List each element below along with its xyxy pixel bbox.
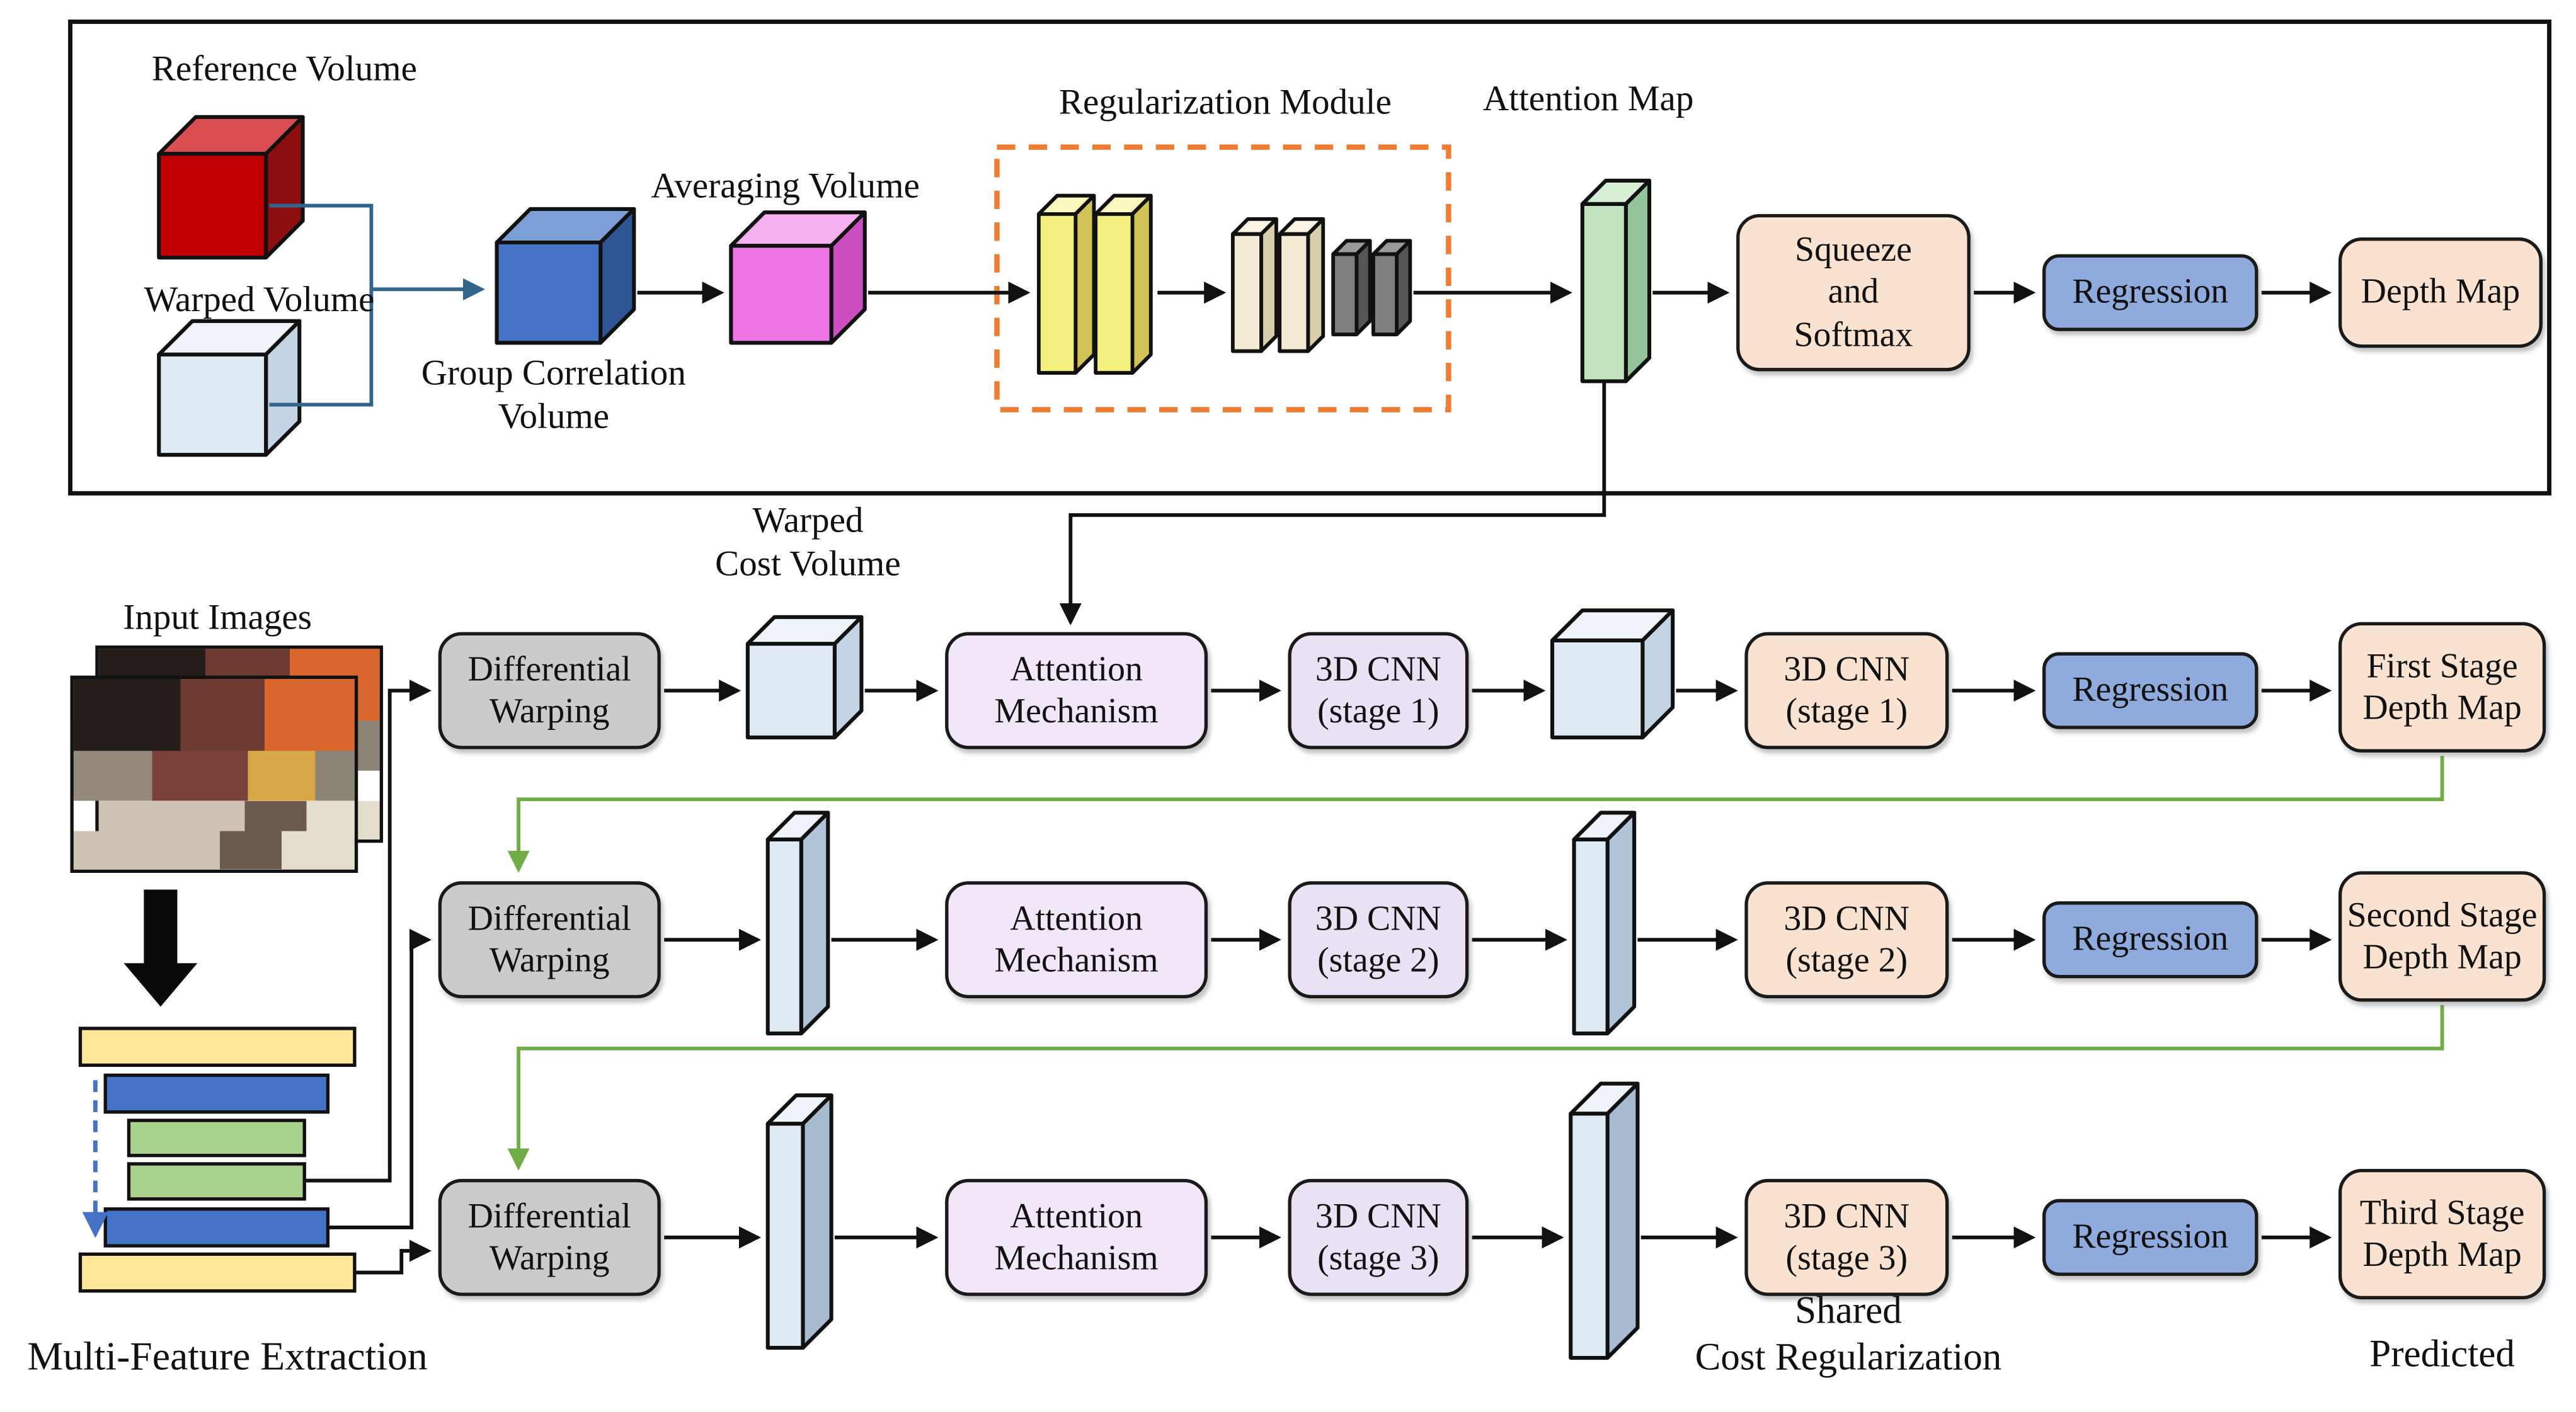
attention-mechanism-box-stage3: Attention Mechanism bbox=[945, 1178, 1208, 1296]
regularization-yellow-slabs bbox=[1036, 193, 1153, 375]
attention-map-label: Attention Map bbox=[1482, 78, 1694, 119]
warped-cost-volume-cube bbox=[745, 615, 864, 739]
feature-bar-green-bottom bbox=[127, 1162, 306, 1201]
regression-box-stage2: Regression bbox=[2042, 901, 2258, 979]
regression-box-stage3: Regression bbox=[2042, 1198, 2258, 1276]
cnn-shared-box-stage1: 3D CNN (stage 1) bbox=[1744, 632, 1949, 749]
feature-bar-yellow-top bbox=[78, 1027, 357, 1068]
cnn-regularization-box-stage2: 3D CNN (stage 2) bbox=[1288, 881, 1469, 999]
warped-volume-cube bbox=[157, 319, 302, 457]
reference-volume-cube bbox=[157, 115, 305, 259]
input-images-label: Input Images bbox=[123, 596, 312, 637]
input-photo-front bbox=[70, 675, 358, 874]
averaging-volume-cube bbox=[729, 210, 867, 345]
feature-bar-green-top bbox=[127, 1119, 306, 1158]
regression-box-stage1: Regression bbox=[2042, 652, 2258, 729]
attention-map-routing-line bbox=[1059, 381, 1606, 625]
attention-map-slab bbox=[1580, 178, 1652, 384]
warped-cost-volume-label: Warped Cost Volume bbox=[715, 499, 901, 584]
reference-volume-label: Reference Volume bbox=[151, 48, 417, 89]
feature-bar-yellow-bottom bbox=[78, 1252, 357, 1293]
feedback-line-stage2-to-stage3 bbox=[507, 1005, 2444, 1171]
predicted-label: Predicted bbox=[2369, 1333, 2515, 1375]
feature-to-warping-connectors bbox=[304, 680, 432, 1275]
group-correlation-volume-label: Group Correlation Volume bbox=[421, 353, 686, 437]
squeeze-and-softmax-box: Squeeze and Softmax bbox=[1736, 214, 1971, 372]
depth-map-box-top: Depth Map bbox=[2338, 237, 2543, 348]
stage3-intermediate-volume-slab bbox=[1569, 1081, 1640, 1360]
second-stage-depth-map-box: Second Stage Depth Map bbox=[2338, 871, 2546, 1002]
cnn-regularization-box-stage3: 3D CNN (stage 3) bbox=[1288, 1178, 1469, 1296]
regularization-module-label: Regularization Module bbox=[1058, 82, 1392, 122]
cnn-shared-box-stage2: 3D CNN (stage 2) bbox=[1744, 881, 1949, 999]
cnn-shared-box-stage3: 3D CNN (stage 3) bbox=[1744, 1178, 1949, 1296]
averaging-volume-label: Averaging Volume bbox=[651, 165, 920, 206]
feature-bar-blue-top bbox=[103, 1073, 330, 1114]
stage2-warped-volume-slab bbox=[765, 811, 830, 1035]
regularization-gray-slabs bbox=[1331, 239, 1412, 336]
stage2-intermediate-volume-slab bbox=[1572, 811, 1637, 1035]
top-pipeline-border bbox=[68, 20, 2551, 496]
stage1-intermediate-volume-cube bbox=[1550, 608, 1675, 739]
feature-pyramid-bars bbox=[78, 1027, 357, 1293]
third-stage-depth-map-box: Third Stage Depth Map bbox=[2338, 1168, 2546, 1300]
input-to-features-block-arrow bbox=[123, 889, 198, 1007]
group-correlation-cube bbox=[495, 207, 636, 345]
volume-merge-connector bbox=[269, 203, 485, 407]
cnn-regularization-box-stage1: 3D CNN (stage 1) bbox=[1288, 632, 1469, 749]
regularization-module-outline bbox=[994, 144, 1451, 413]
feature-bar-blue-bottom bbox=[103, 1207, 330, 1248]
multi-feature-extraction-label: Multi-Feature Extraction bbox=[27, 1336, 428, 1380]
stage3-warped-volume-slab bbox=[765, 1093, 833, 1350]
differential-warping-box-stage3: Differential Warping bbox=[438, 1178, 661, 1296]
attention-mechanism-box-stage1: Attention Mechanism bbox=[945, 632, 1208, 749]
differential-warping-box-stage1: Differential Warping bbox=[438, 632, 661, 749]
regularization-beige-slabs bbox=[1230, 217, 1325, 353]
attention-mechanism-box-stage2: Attention Mechanism bbox=[945, 881, 1208, 999]
differential-warping-box-stage2: Differential Warping bbox=[438, 881, 661, 999]
warped-volume-label: Warped Volume bbox=[144, 279, 375, 320]
first-stage-depth-map-box: First Stage Depth Map bbox=[2338, 622, 2546, 753]
feedback-line-stage1-to-stage2 bbox=[507, 756, 2444, 873]
shared-cost-regularization-label: Shared Cost Regularization bbox=[1695, 1289, 2002, 1379]
regression-box-top: Regression bbox=[2042, 254, 2258, 331]
